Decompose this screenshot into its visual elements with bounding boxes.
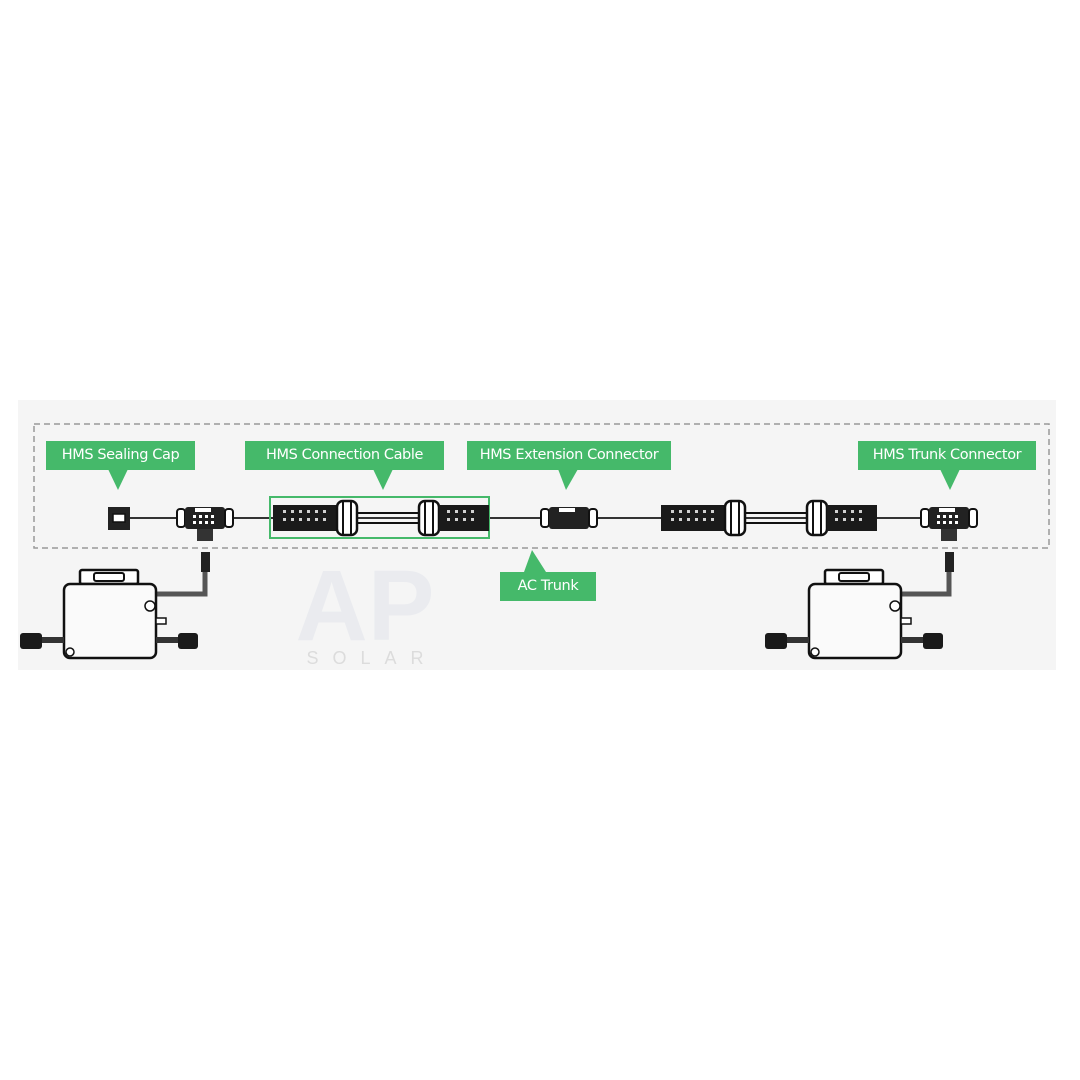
sealing-cap <box>108 507 130 530</box>
label-extension-connector: HMS Extension Connector <box>467 441 671 470</box>
extension-connector <box>540 507 598 529</box>
trunk-connector-left <box>176 506 234 542</box>
microinverter-left <box>20 570 198 658</box>
inverter-drop-right <box>895 552 954 597</box>
label-ac-trunk: AC Trunk <box>500 572 596 601</box>
microinverter-right <box>765 570 943 658</box>
watermark-subtitle: SOLAR <box>306 648 437 668</box>
label-sealing-cap: HMS Sealing Cap <box>46 441 195 470</box>
label-pointers <box>108 469 960 572</box>
trunk-group-dashed-box <box>33 423 1050 549</box>
inverter-drop-left <box>150 552 210 597</box>
label-connection-cable: HMS Connection Cable <box>245 441 444 470</box>
watermark-logo: AP <box>296 550 435 662</box>
trunk-connector-right <box>920 506 978 542</box>
label-trunk-connector: HMS Trunk Connector <box>858 441 1036 470</box>
